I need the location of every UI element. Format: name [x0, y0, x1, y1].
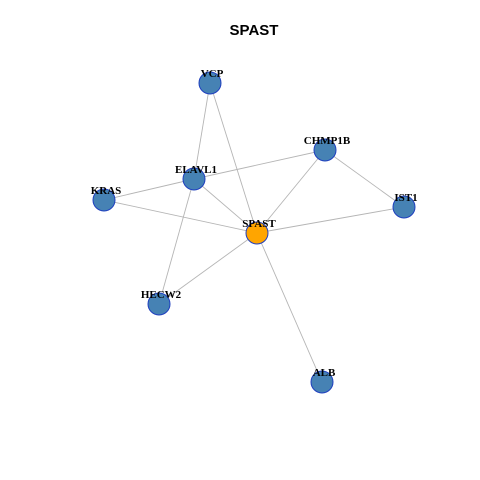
node-spast[interactable]: SPAST	[242, 218, 276, 245]
node-circle-alb[interactable]	[310, 370, 334, 394]
edge-elavl1-hecw2	[158, 178, 195, 305]
node-label-ist1: IST1	[394, 192, 417, 204]
node-circle-kras[interactable]	[92, 188, 116, 212]
edge-vcp-elavl1	[193, 82, 211, 180]
node-circle-spast[interactable]	[245, 221, 269, 245]
node-circle-ist1[interactable]	[392, 195, 416, 219]
node-label-kras: KRAS	[91, 185, 122, 197]
node-hecw2[interactable]: HECW2	[141, 289, 182, 316]
node-circle-elavl1[interactable]	[182, 167, 206, 191]
node-label-chmp1b: CHMP1B	[304, 135, 351, 147]
node-circle-hecw2[interactable]	[147, 292, 171, 316]
node-label-alb: ALB	[313, 367, 336, 379]
diagram-title: SPAST	[230, 22, 279, 39]
node-circle-chmp1b[interactable]	[313, 138, 337, 162]
node-circle-vcp[interactable]	[198, 71, 222, 95]
node-alb[interactable]: ALB	[310, 367, 336, 394]
node-vcp[interactable]: VCP	[198, 68, 224, 95]
node-chmp1b[interactable]: CHMP1B	[304, 135, 351, 162]
node-label-elavl1: ELAVL1	[175, 164, 217, 176]
edge-chmp1b-spast	[256, 149, 326, 234]
edge-chmp1b-ist1	[324, 149, 405, 208]
node-label-vcp: VCP	[201, 68, 224, 80]
edge-vcp-spast	[209, 82, 258, 234]
node-ist1[interactable]: IST1	[392, 192, 418, 219]
node-label-hecw2: HECW2	[141, 289, 182, 301]
edge-spast-alb	[256, 232, 323, 383]
edge-kras-spast	[103, 199, 258, 234]
node-kras[interactable]: KRAS	[91, 185, 122, 212]
edge-elavl1-chmp1b	[193, 149, 326, 180]
edge-spast-hecw2	[158, 232, 258, 305]
node-label-spast: SPAST	[242, 218, 276, 230]
edge-elavl1-kras	[103, 178, 195, 201]
edge-layer	[103, 82, 405, 383]
edge-elavl1-spast	[193, 178, 258, 234]
edge-spast-ist1	[256, 206, 405, 234]
node-elavl1[interactable]: ELAVL1	[175, 164, 217, 191]
